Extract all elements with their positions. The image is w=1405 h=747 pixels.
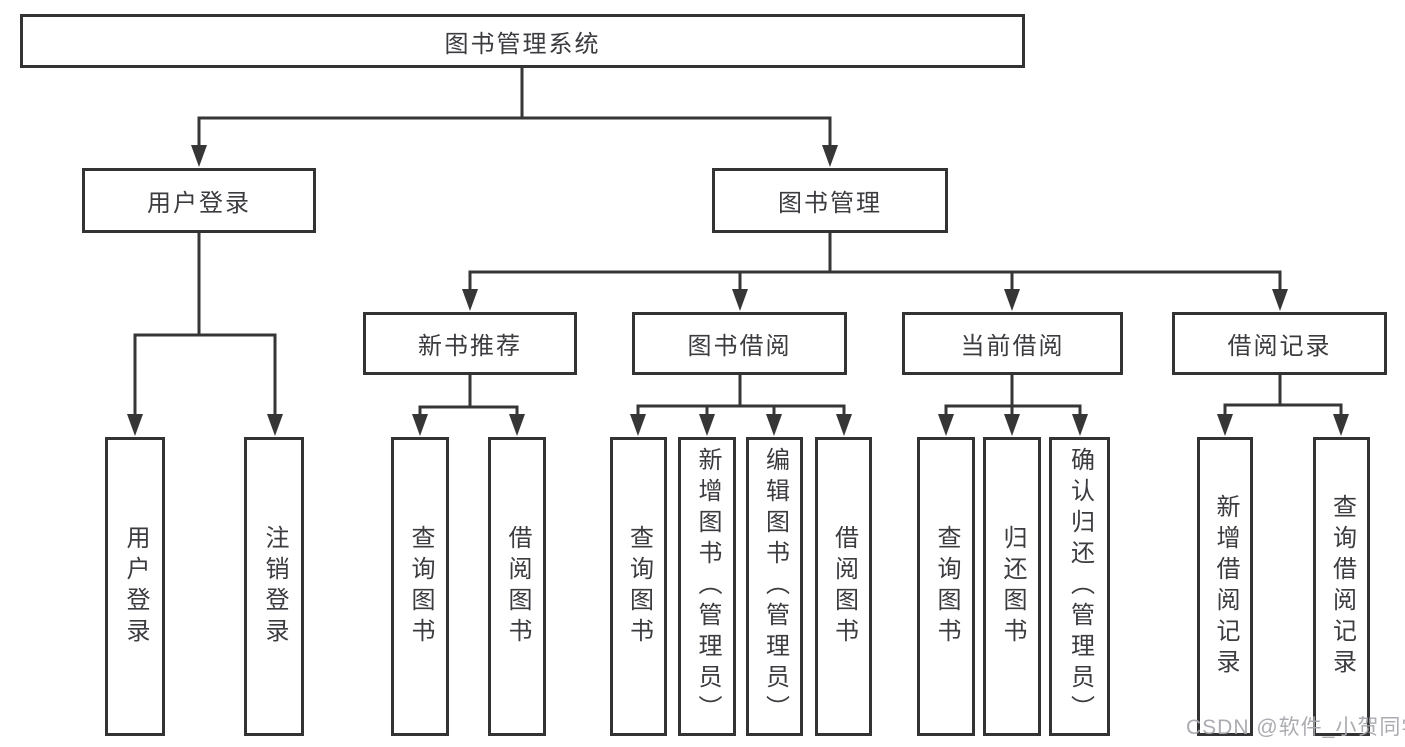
node-borrowing-records: 借阅记录 — [1172, 312, 1387, 375]
connector-user-login-branch — [133, 233, 277, 424]
leaf-borrowing-borrow-books: 借阅图书 — [815, 437, 872, 736]
node-new-book-recommend: 新书推荐 — [363, 312, 577, 375]
leaf-borrowing-edit-books-admin: 编辑图书（管理员） — [746, 437, 803, 736]
leaf-borrowing-add-books-admin: 新增图书（管理员） — [678, 437, 736, 736]
leaf-user-login: 用户登录 — [105, 437, 165, 736]
node-current-borrowing: 当前借阅 — [902, 312, 1123, 375]
connector-new-book-recommend-branch — [418, 375, 519, 424]
leaf-logout: 注销登录 — [244, 437, 304, 736]
leaf-current-confirm-return-admin: 确认归还（管理员） — [1049, 437, 1110, 736]
node-user-login-label: 用户登录 — [147, 190, 251, 217]
connector-book-borrowing-branch — [636, 375, 846, 424]
leaf-borrowing-query-books: 查询图书 — [610, 437, 667, 736]
node-book-management: 图书管理 — [712, 168, 948, 233]
node-user-login: 用户登录 — [82, 168, 316, 233]
csdn-watermark: CSDN @软件_小贺同学 — [1186, 716, 1405, 739]
leaf-current-query-books: 查询图书 — [917, 437, 975, 736]
node-library-system-label: 图书管理系统 — [444, 30, 601, 58]
node-borrowing-records-label: 借阅记录 — [1227, 333, 1332, 360]
node-library-system: 图书管理系统 — [20, 14, 1025, 68]
leaf-recommend-borrow-books: 借阅图书 — [488, 437, 546, 736]
connector-book-management-branch — [468, 233, 1282, 296]
leaf-recommend-query-books: 查询图书 — [391, 437, 449, 736]
node-current-borrowing-label: 当前借阅 — [960, 333, 1065, 360]
node-new-book-recommend-label: 新书推荐 — [418, 333, 522, 360]
leaf-records-query-record: 查询借阅记录 — [1313, 437, 1370, 736]
connector-borrowing-records-branch — [1223, 375, 1343, 424]
node-book-borrowing-label: 图书借阅 — [687, 333, 792, 360]
leaf-current-return-books: 归还图书 — [983, 437, 1041, 736]
leaf-records-add-record: 新增借阅记录 — [1197, 437, 1253, 736]
node-book-management-label: 图书管理 — [778, 190, 882, 217]
arrow-heads — [127, 145, 1349, 436]
node-book-borrowing: 图书借阅 — [632, 312, 847, 375]
connector-root — [197, 68, 832, 150]
